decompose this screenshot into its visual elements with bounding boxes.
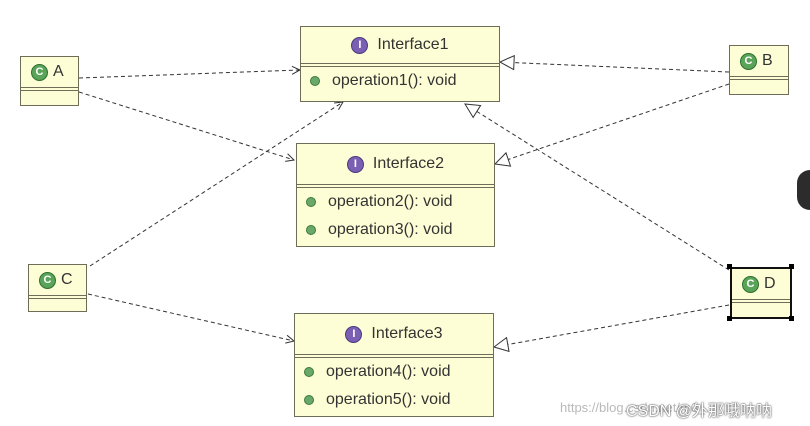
class-b-box[interactable]: C B [729,45,789,95]
class-d-name: D [764,275,776,292]
public-method-icon [304,395,314,405]
realization-edge-d-interface3[interactable] [494,304,730,347]
public-method-icon [304,367,314,377]
class-icon: C [39,271,56,289]
realization-edge-d-interface1[interactable] [465,104,730,271]
interface3-header: I Interface3 [295,314,493,354]
operation-item: operation2(): void [297,188,494,216]
class-icon: C [740,52,757,70]
interface-icon: I [345,325,363,343]
public-method-icon [310,76,320,86]
interface3-name: Interface3 [371,325,443,342]
interface2-name: Interface2 [372,155,445,172]
class-d-box[interactable]: C D [730,267,792,319]
class-c-box[interactable]: C C [28,264,87,312]
public-method-icon [306,197,316,207]
dependency-edge-a-interface1[interactable] [78,70,300,79]
interface2-box[interactable]: I Interface2 operation2(): void operatio… [296,143,495,247]
interface-icon: I [351,36,369,54]
interface1-name: Interface1 [377,36,449,53]
operation-label: operation4(): void [326,363,451,380]
selection-handle[interactable] [727,264,732,269]
watermark-url: https://blog.csdn.net/m0_... [560,400,717,415]
selection-handle[interactable] [789,316,794,321]
operation-item: operation3(): void [297,216,494,244]
operation-label: operation5(): void [326,391,451,408]
interface1-header: I Interface1 [301,27,499,63]
interface-icon: I [346,155,364,173]
class-a-header: C A [21,57,78,87]
selection-handle[interactable] [789,264,794,269]
class-icon: C [31,63,48,81]
operation-item: operation4(): void [295,358,493,386]
realization-edge-b-interface2[interactable] [495,83,730,164]
class-icon: C [742,275,759,293]
class-d-header: C D [732,269,790,299]
dependency-edge-c-interface1[interactable] [89,102,343,267]
operation-item: operation1(): void [301,67,499,95]
selection-handle[interactable] [727,316,732,321]
watermark-text: CSDN @外那哦呐呐 [626,403,773,420]
operation-label: operation1(): void [332,72,457,89]
class-a-name: A [53,63,64,80]
class-c-name: C [61,271,73,288]
class-b-name: B [762,52,773,69]
dependency-edge-c-interface3[interactable] [87,293,294,341]
side-scroll-button[interactable] [797,170,810,210]
class-a-box[interactable]: C A [20,56,79,106]
class-b-header: C B [730,46,788,76]
operation-label: operation2(): void [328,193,453,210]
public-method-icon [306,225,316,235]
interface3-box[interactable]: I Interface3 operation4(): void operatio… [294,313,494,417]
class-c-header: C C [29,265,86,295]
interface2-header: I Interface2 [297,144,494,184]
operation-item: operation5(): void [295,386,493,414]
dependency-edge-a-interface2[interactable] [78,91,294,160]
operation-label: operation3(): void [328,221,453,238]
realization-edge-b-interface1[interactable] [500,62,730,73]
interface1-box[interactable]: I Interface1 operation1(): void [300,26,500,102]
